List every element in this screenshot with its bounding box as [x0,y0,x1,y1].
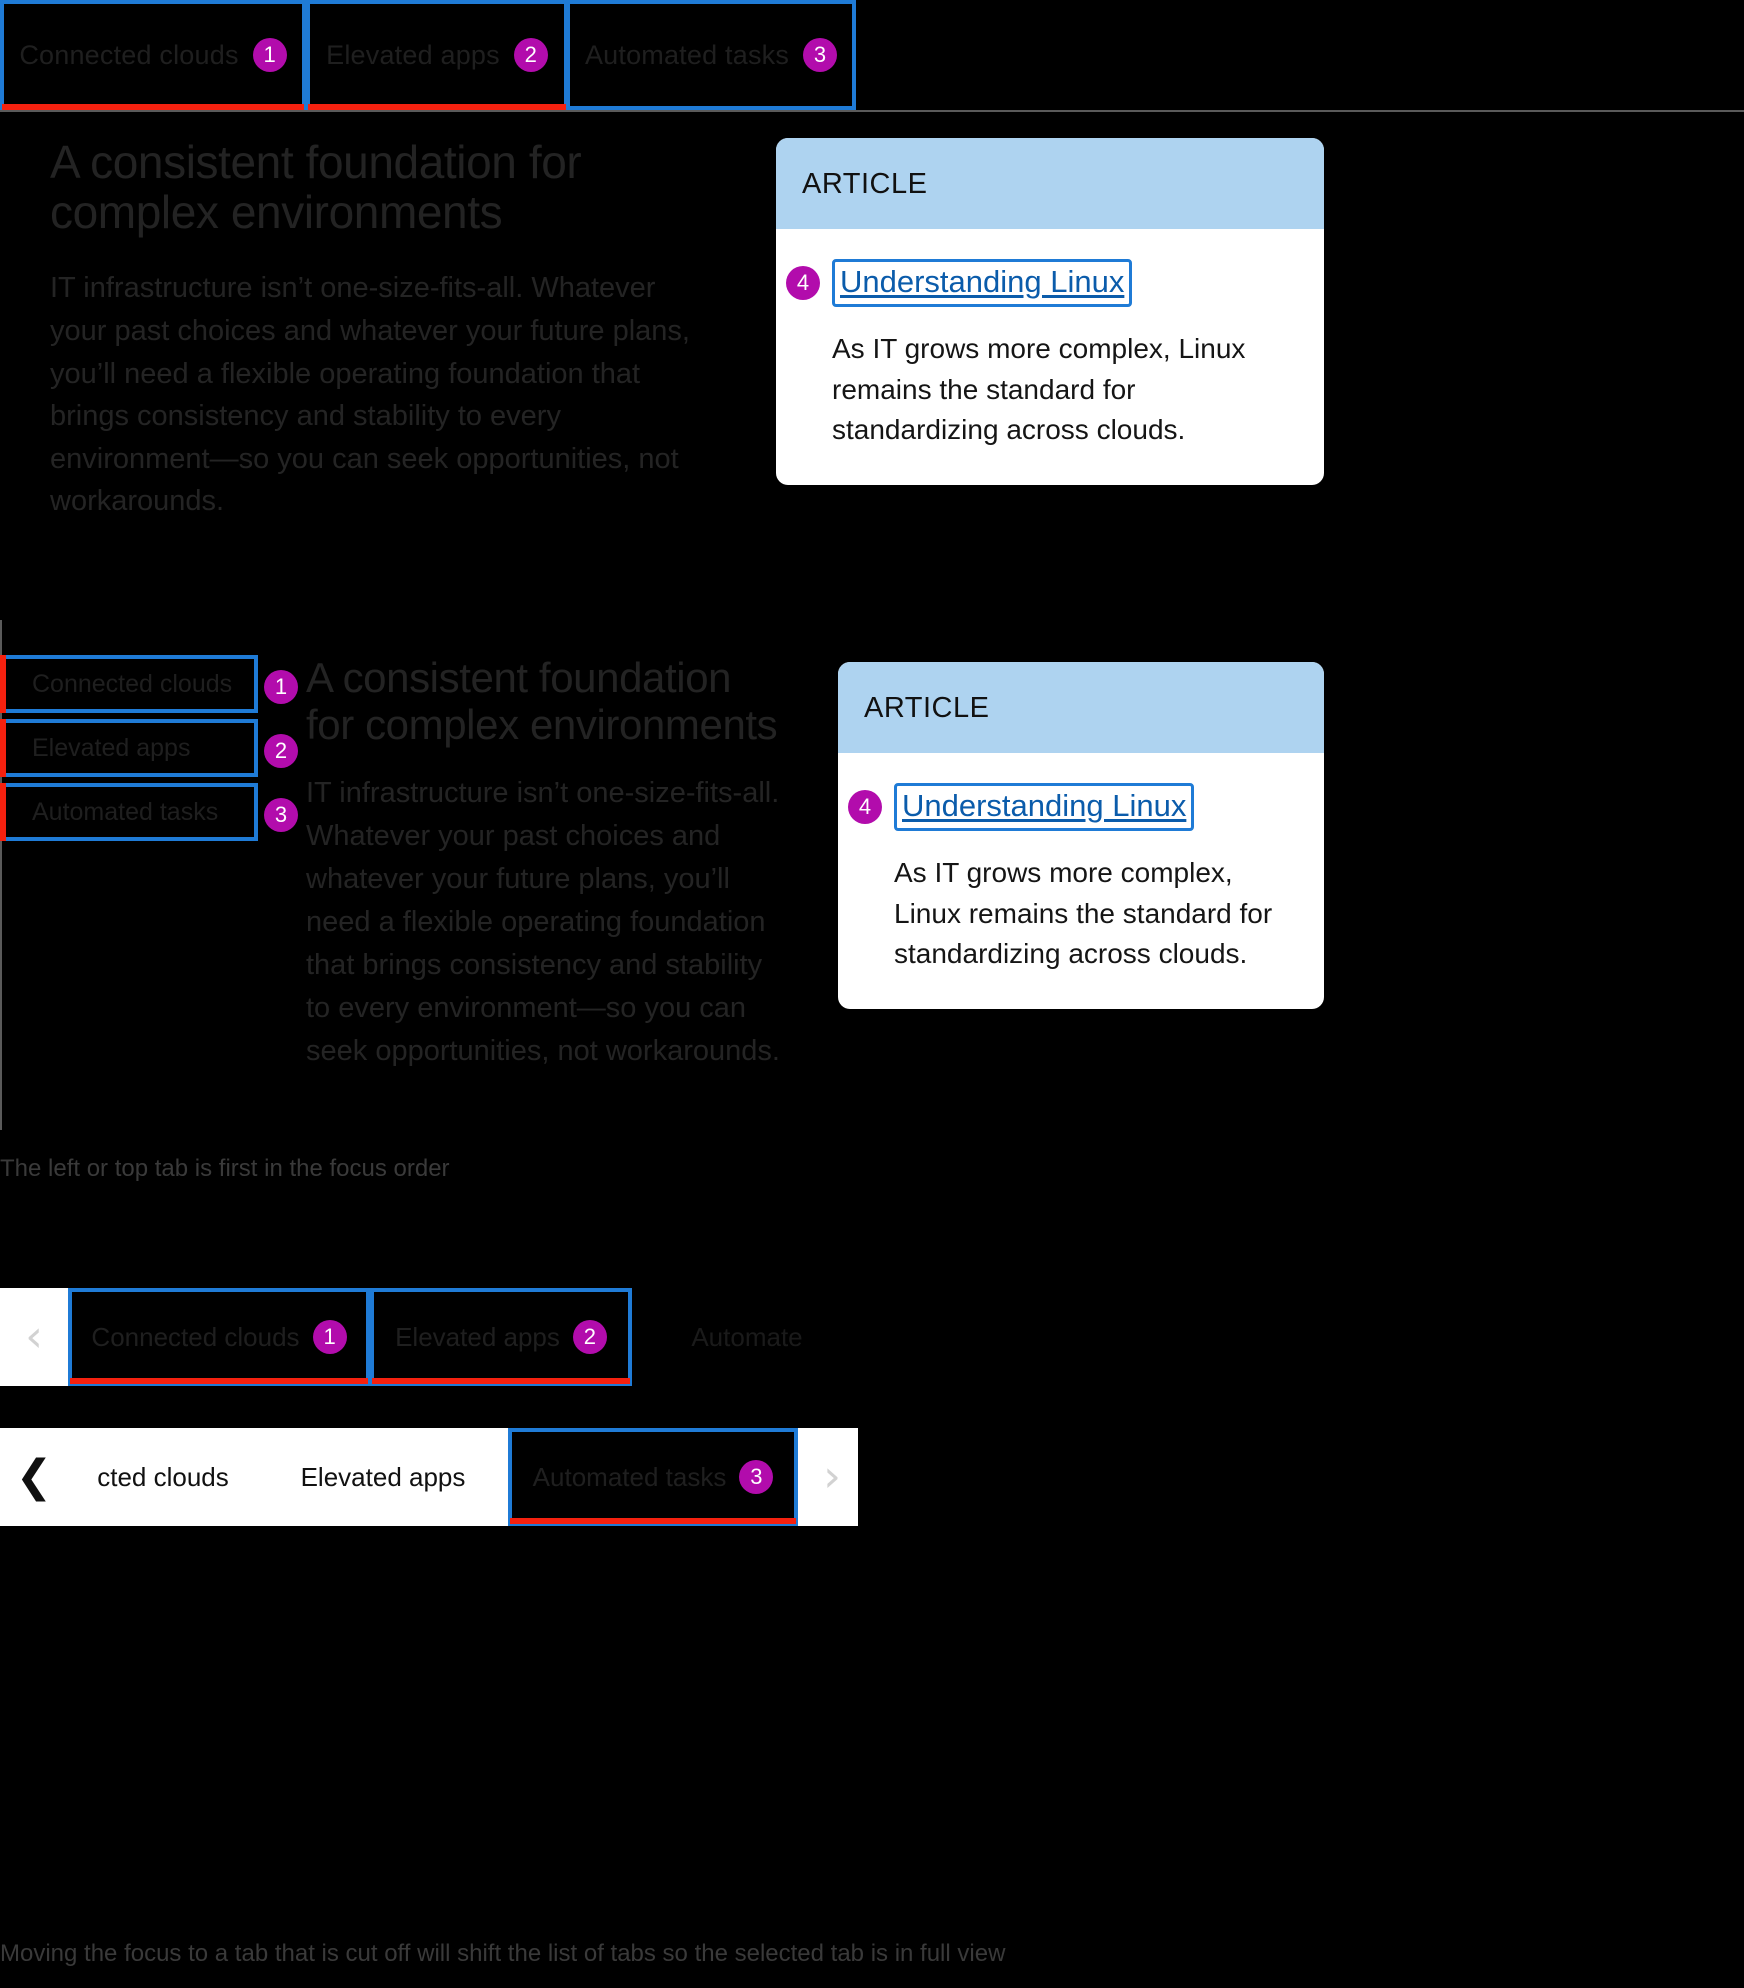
focus-order-badge: 4 [848,790,882,824]
article-card-kicker: ARTICLE [838,662,1324,753]
article-card: ARTICLE 4 Understanding Linux As IT grow… [776,138,1324,485]
carousel-tabstrip: Connected clouds 1 Elevated apps 2 Autom… [68,1288,858,1386]
section-left-rule [0,620,2,1130]
vtab-connected-clouds[interactable]: Connected clouds [0,655,258,713]
page-heading: A consistent foundation for complex envi… [50,136,582,238]
article-link-row: 4 Understanding Linux [848,783,1298,831]
section-two: Connected clouds Elevated apps Automated… [0,620,1744,1140]
chevron-left-icon[interactable]: ‹ [0,1288,68,1386]
article-link-row: 4 Understanding Linux [786,259,1298,307]
focus-order-badge: 4 [786,266,820,300]
article-link[interactable]: Understanding Linux [832,259,1133,307]
section-two-copy: A consistent foundation for complex envi… [306,654,788,1072]
chevron-left-icon[interactable]: ❮ [0,1428,68,1526]
tab-label: Connected clouds [32,669,233,698]
focus-order-badge: 2 [513,38,548,72]
tab-label: Elevated apps [32,733,191,762]
ctab-connected-clouds[interactable]: Connected clouds 1 [68,1288,370,1386]
ctab-elevated-apps[interactable]: Elevated apps [258,1428,508,1526]
tab-elevated-apps[interactable]: Elevated apps 2 [306,0,568,110]
tab-label: Elevated apps [326,39,500,70]
tab-label: Automated tasks [532,1461,727,1492]
carousel-tabstrip: cted clouds Elevated apps Automated task… [68,1428,798,1526]
tabbar-bottom-rule [0,110,1744,112]
horizontal-tablist: Connected clouds 1 Elevated apps 2 Autom… [0,0,1744,112]
tab-automated-tasks[interactable]: Automated tasks 3 [566,0,856,110]
vtab-elevated-apps[interactable]: Elevated apps [0,719,258,777]
badge-slot: 3 [264,783,298,847]
tab-connected-clouds[interactable]: Connected clouds 1 [0,0,306,110]
tab-label: Connected clouds [19,39,239,70]
section-one-copy: A consistent foundation for complex envi… [50,136,690,523]
page-body: IT infrastructure isn’t one-size-fits-al… [50,272,690,518]
focus-order-badge: 3 [264,798,298,832]
focus-order-badge: 3 [739,1460,774,1494]
vertical-tablist: Connected clouds Elevated apps Automated… [0,655,258,847]
focus-order-badge: 1 [312,1320,347,1354]
article-card: ARTICLE 4 Understanding Linux As IT grow… [838,662,1324,1009]
tab-label: cted clouds [97,1461,229,1492]
tab-label: Automated tasks [584,39,790,70]
tab-label: Elevated apps [395,1321,560,1352]
tab-carousel-initial: ‹ Connected clouds 1 Elevated apps 2 Aut… [0,1288,858,1386]
tab-label: Elevated apps [300,1461,466,1492]
focus-order-badge: 1 [264,670,298,704]
ctab-automated-tasks[interactable]: Automated tasks 3 [508,1428,798,1526]
ctab-elevated-apps[interactable]: Elevated apps 2 [370,1288,632,1386]
caption-focus-order: The left or top tab is first in the focu… [0,1155,450,1182]
vtab-automated-tasks[interactable]: Automated tasks [0,783,258,841]
badge-slot: 2 [264,719,298,783]
article-card-body: 4 Understanding Linux As IT grows more c… [838,753,1324,1009]
vertical-tab-badges: 1 2 3 [264,655,298,847]
caption-cutoff-scroll: Moving the focus to a tab that is cut of… [0,1940,1006,1967]
tab-label: Automate [691,1321,803,1352]
tab-carousel-scrolled: ❮ cted clouds Elevated apps Automated ta… [0,1428,858,1526]
focus-order-badge: 2 [264,734,298,768]
tab-label: Automated tasks [32,797,219,826]
page-heading: A consistent foundation for complex envi… [306,654,778,749]
article-card-body: 4 Understanding Linux As IT grows more c… [776,229,1324,485]
article-link[interactable]: Understanding Linux [894,783,1195,831]
page-body: IT infrastructure isn’t one-size-fits-al… [306,777,780,1067]
ctab-automated-tasks-cutoff[interactable]: Automate [632,1288,858,1386]
article-description: As IT grows more complex, Linux remains … [832,333,1246,446]
article-description: As IT grows more complex, Linux remains … [894,857,1273,970]
focus-order-badge: 3 [803,38,838,72]
tab-label: Connected clouds [91,1321,300,1352]
chevron-right-icon[interactable]: › [798,1428,858,1526]
article-card-kicker: ARTICLE [776,138,1324,229]
focus-order-badge: 2 [572,1320,607,1354]
ctab-connected-clouds-cutoff[interactable]: cted clouds [68,1428,258,1526]
badge-slot: 1 [264,655,298,719]
focus-order-badge: 1 [252,38,287,72]
